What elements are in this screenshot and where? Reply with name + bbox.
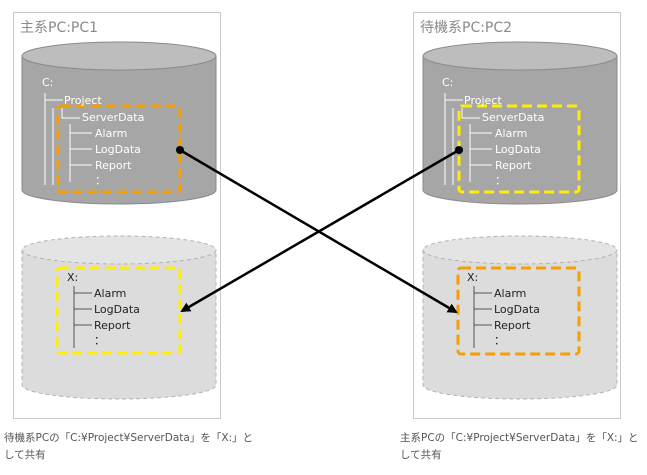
standby-shared-disk xyxy=(422,235,618,400)
standby-serverdata-label: ServerData xyxy=(482,111,544,124)
primary-shared-disk-body xyxy=(21,249,217,400)
standby-shared-report-label: Report xyxy=(494,319,531,332)
arrow-standby-to-primary-shared xyxy=(180,148,460,313)
standby-shared-logdata-label: LogData xyxy=(494,303,540,316)
primary-system-tree: C: Project ServerData Alarm LogData Repo… xyxy=(42,76,144,187)
primary-x-drive-label: X: xyxy=(67,271,78,284)
standby-c-drive-label: C: xyxy=(442,76,453,89)
primary-serverdata-highlight xyxy=(56,104,182,194)
standby-system-disk-body xyxy=(422,55,618,205)
standby-pc-title: 待機系PC:PC2 xyxy=(420,20,513,36)
primary-shared-disk-top xyxy=(21,235,217,265)
primary-logdata-label: LogData xyxy=(95,143,141,156)
primary-pc-title: 主系PC:PC1 xyxy=(20,20,99,36)
primary-caption: 待機系PCの「C:¥Project¥ServerData」を「X:」として共有 xyxy=(4,432,254,461)
standby-system-tree: C: Project ServerData Alarm LogData Repo… xyxy=(442,76,544,187)
primary-c-drive-label: C: xyxy=(42,76,53,89)
primary-shared-alarm-label: Alarm xyxy=(94,287,126,300)
standby-shared-disk-body xyxy=(422,249,618,400)
standby-alarm-label: Alarm xyxy=(495,127,527,140)
primary-system-disk-top xyxy=(21,41,217,71)
standby-report-label: Report xyxy=(495,159,532,172)
standby-system-disk xyxy=(422,41,618,205)
standby-shared-tree: X: Alarm LogData Report ： xyxy=(467,271,540,348)
standby-shared-highlight xyxy=(456,266,581,356)
standby-caption: 主系PCの「C:¥Project¥ServerData」を「X:」として共有 xyxy=(400,432,639,461)
primary-shared-highlight xyxy=(55,266,182,355)
primary-shared-disk xyxy=(21,235,217,400)
primary-serverdata-label: ServerData xyxy=(82,111,144,124)
standby-logdata-label: LogData xyxy=(495,143,541,156)
primary-shared-ellipsis-label: ： xyxy=(94,334,105,347)
primary-shared-tree: X: Alarm LogData Report ： xyxy=(67,271,140,348)
standby-shared-ellipsis-label: ： xyxy=(494,334,505,347)
standby-shared-disk-top xyxy=(422,235,618,265)
share-arrows xyxy=(176,146,463,314)
standby-project-label: Project xyxy=(464,94,502,107)
primary-shared-logdata-label: LogData xyxy=(94,303,140,316)
primary-project-label: Project xyxy=(64,94,102,107)
standby-system-disk-top xyxy=(422,41,618,71)
standby-x-drive-label: X: xyxy=(467,271,478,284)
primary-ellipsis-label: ： xyxy=(95,174,106,187)
primary-report-label: Report xyxy=(95,159,132,172)
standby-shared-alarm-label: Alarm xyxy=(494,287,526,300)
standby-ellipsis-label: ： xyxy=(495,174,506,187)
primary-alarm-label: Alarm xyxy=(95,127,127,140)
primary-shared-report-label: Report xyxy=(94,319,131,332)
